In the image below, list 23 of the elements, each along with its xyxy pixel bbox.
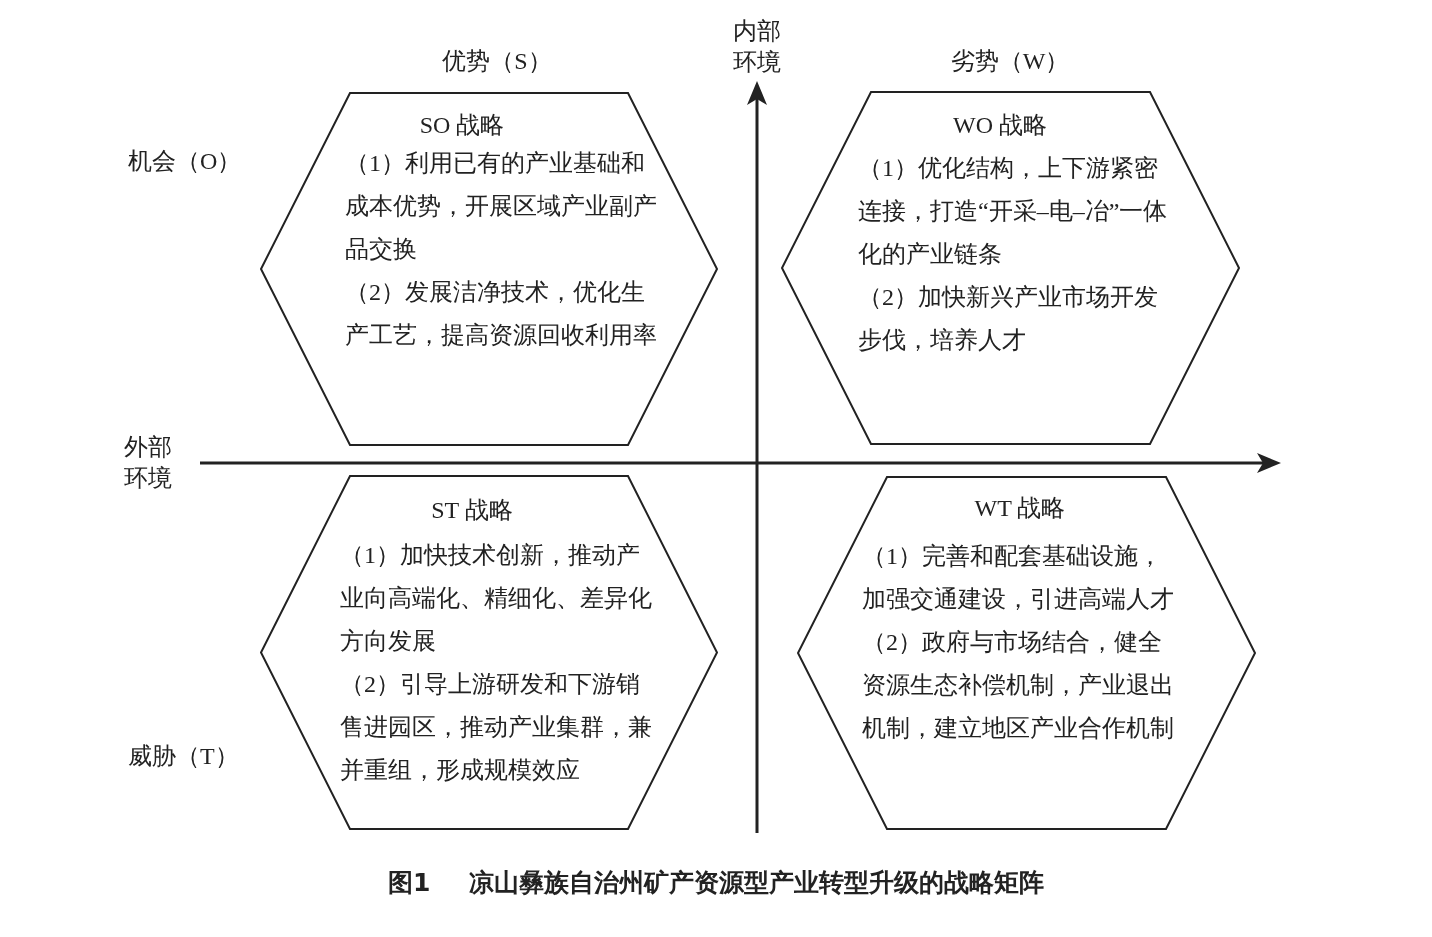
figure-caption: 图1 凉山彝族自治州矿产资源型产业转型升级的战略矩阵: [387, 868, 1045, 897]
strategy-item: （2）政府与市场结合，健全资源生态补偿机制，产业退出机制，建立地区产业合作机制: [862, 628, 1175, 743]
strategy-heading: WO 战略: [953, 111, 1047, 140]
axis-label: 内部环境: [733, 17, 781, 77]
strategy-hexagon: [797, 476, 1256, 830]
strategy-heading: SO 战略: [419, 111, 505, 140]
axis-label: 外部环境: [124, 433, 172, 493]
row-heading: 威胁（T）: [128, 742, 239, 771]
strategy-item: （2）发展洁净技术，优化生产工艺，提高资源回收利用率: [345, 278, 658, 350]
strategy-item: （2）加快新兴产业市场开发步伐，培养人才: [858, 283, 1159, 355]
column-heading: 劣势（W）: [950, 47, 1070, 76]
strategy-heading: ST 战略: [431, 496, 513, 525]
row-heading: 机会（O）: [128, 147, 242, 176]
strategy-heading: WT 战略: [974, 494, 1066, 523]
strategy-item: （1）优化结构，上下游紧密连接，打造“开采–电–冶”一体化的产业链条: [858, 154, 1169, 269]
strategy-hexagon: [260, 92, 718, 446]
strategy-item: （1）利用已有的产业基础和成本优势，开展区域产业副产品交换: [345, 149, 658, 264]
column-heading: 优势（S）: [442, 47, 552, 76]
strategy-hexagon: [781, 91, 1240, 445]
strategy-item: （1）加快技术创新，推动产业向高端化、精细化、差异化方向发展: [340, 541, 653, 656]
strategy-item: （1）完善和配套基础设施，加强交通建设，引进高端人才: [862, 542, 1175, 614]
strategy-hexagon: [260, 475, 718, 830]
strategy-item: （2）引导上游研发和下游销售进园区，推动产业集群，兼并重组，形成规模效应: [340, 670, 653, 785]
